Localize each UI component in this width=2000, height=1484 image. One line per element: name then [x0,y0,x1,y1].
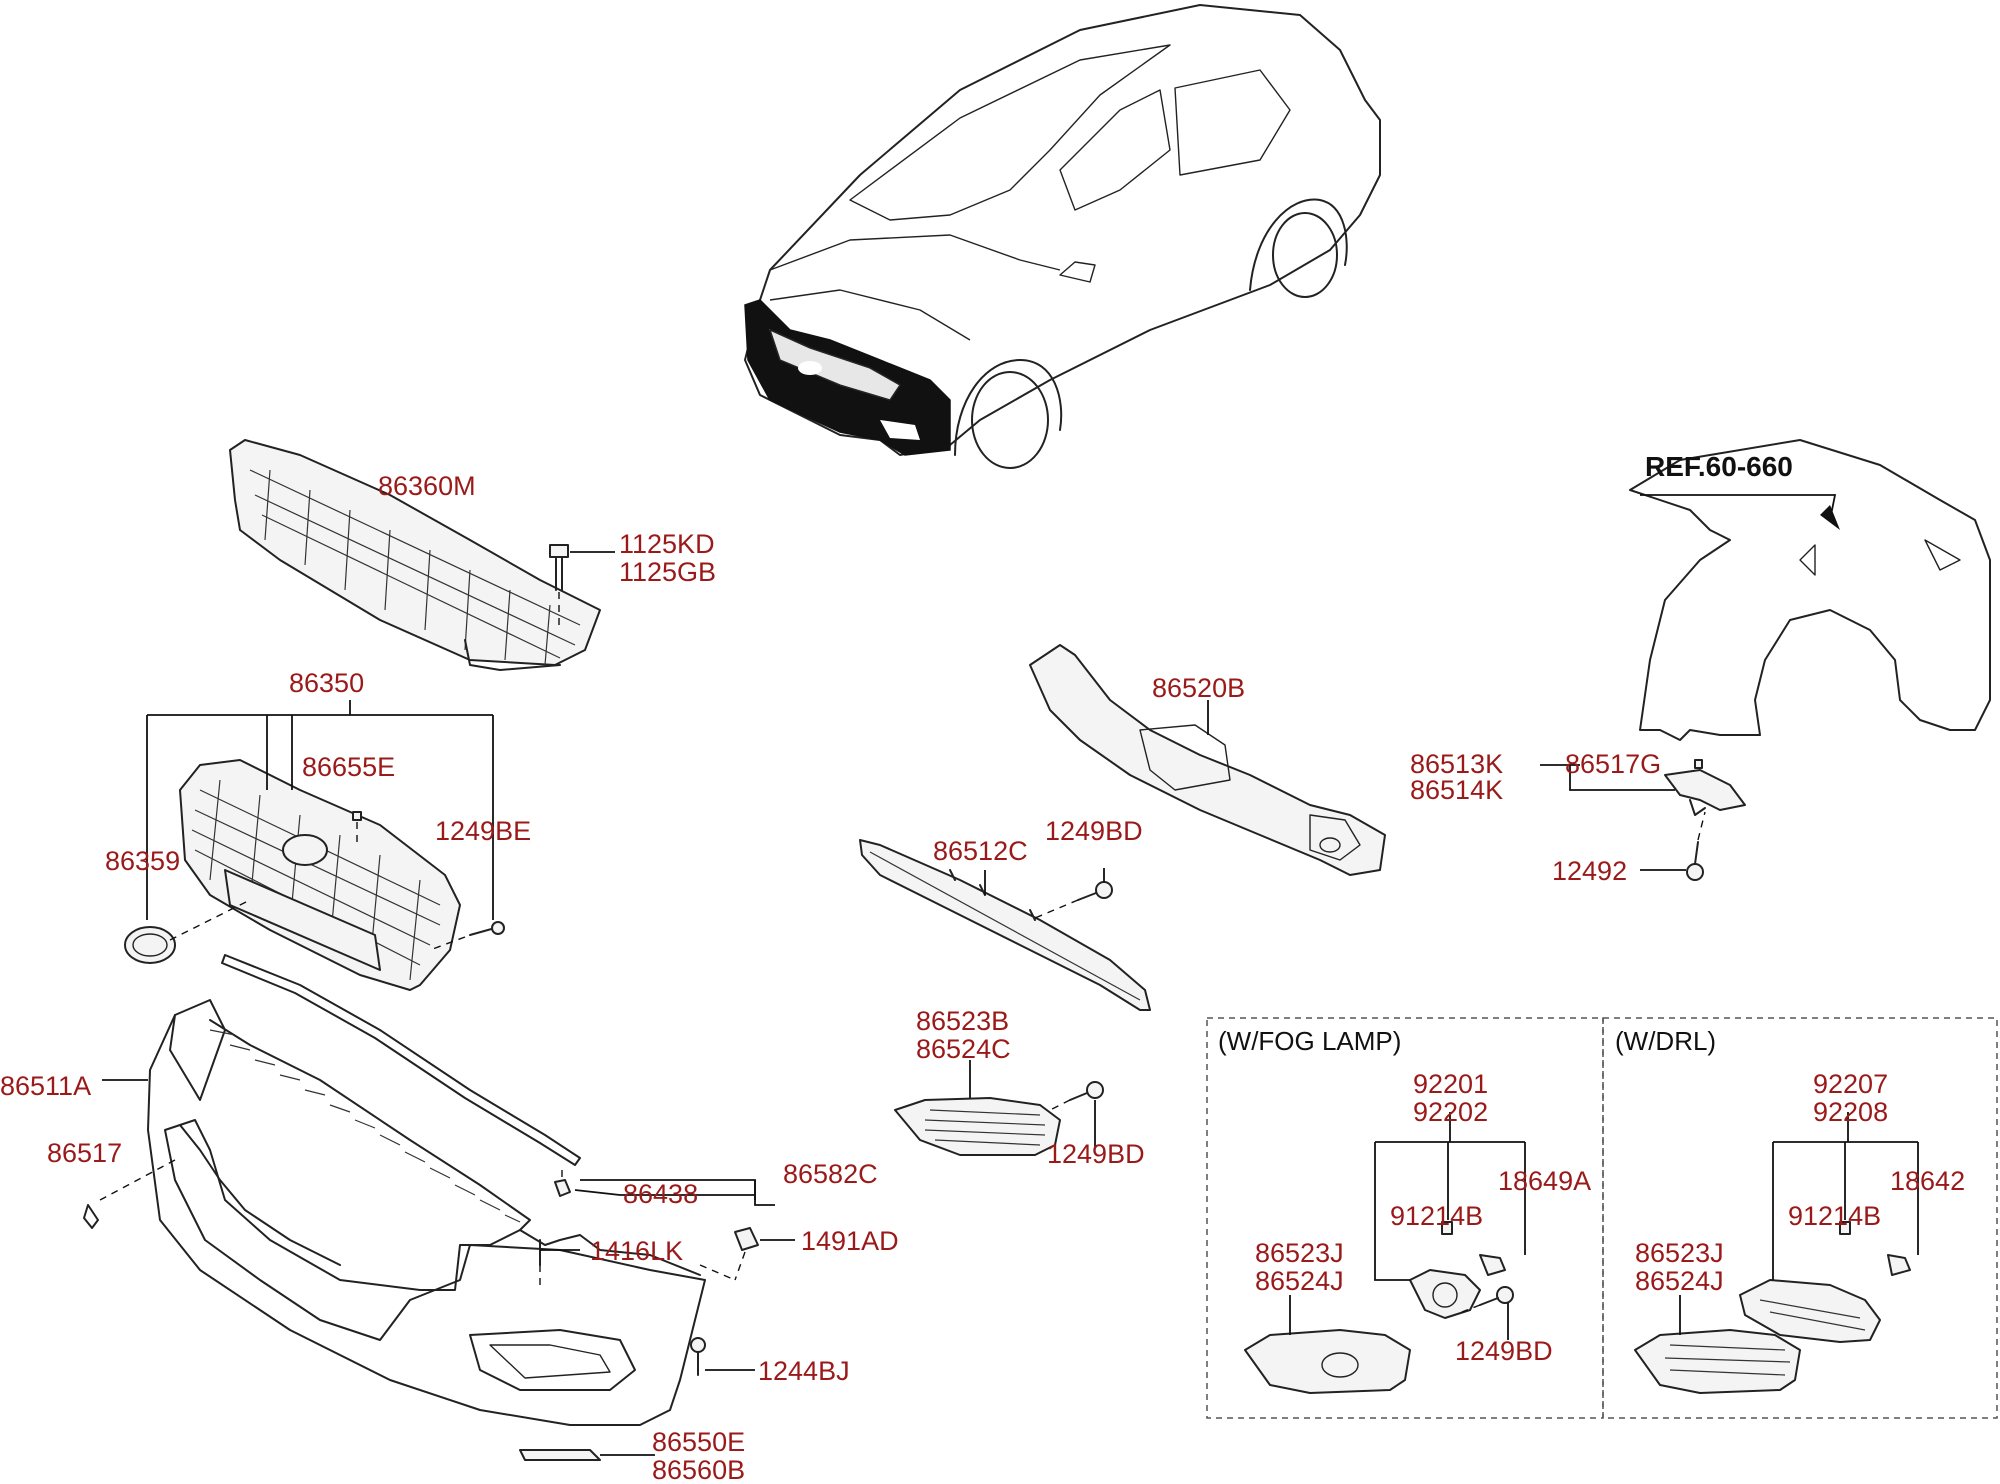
label-12492: 12492 [1552,856,1627,886]
label-1249BD-b: 1249BD [1047,1139,1145,1169]
cover-86523J-a [1244,1295,1411,1394]
emblem-86359 [124,926,176,964]
label-86517G: 86517G [1565,749,1661,779]
nut-1491AD [699,1227,759,1281]
grille-leaders [146,700,494,941]
label-86512C: 86512C [933,836,1028,866]
label-fog-lamp-title: (W/FOG LAMP) [1218,1026,1401,1056]
bolt-1249BD-b [1049,1081,1104,1148]
bolt-1125KD [549,544,615,630]
label-1249BD-c: 1249BD [1455,1336,1553,1366]
label-86517: 86517 [47,1138,122,1168]
socket-18642 [1887,1254,1911,1276]
cover-86523B [894,1060,1061,1156]
bulb-91214B-a [1441,1205,1453,1235]
label-86520B: 86520B [1152,673,1245,703]
label-86655E: 86655E [302,752,395,782]
clip-86517 [83,1159,176,1229]
drl-lamp-92207 [1739,1112,1919,1343]
label-92207: 92207 [1813,1069,1888,1099]
label-ref-60-660: REF.60-660 [1645,451,1793,482]
label-86438: 86438 [623,1179,698,1209]
clip-86655E [352,811,362,848]
label-86350: 86350 [289,668,364,698]
label-86359: 86359 [105,846,180,876]
label-86524J-a: 86524J [1255,1266,1344,1296]
label-86524C: 86524C [916,1034,1011,1064]
label-1244BJ: 1244BJ [758,1356,850,1386]
label-1416LK: 1416LK [590,1236,683,1266]
absorber-86520B [1029,644,1386,876]
label-86511A: 86511A [0,1071,91,1101]
socket-18649A [1479,1254,1506,1276]
label-18642: 18642 [1890,1166,1965,1196]
label-1491AD: 1491AD [801,1226,899,1256]
label-92201: 92201 [1413,1069,1488,1099]
label-86550E: 86550E [652,1427,745,1457]
strip-86512C [859,839,1151,1011]
label-1125GB: 1125GB [619,557,716,587]
label-86560B: 86560B [652,1455,745,1484]
label-drl-title: (W/DRL) [1615,1026,1716,1056]
trim-86550E [519,1449,655,1461]
bolt-1244BJ [690,1337,755,1376]
label-91214B-b: 91214B [1788,1201,1881,1231]
bolt-1249BE [429,921,505,951]
label-91214B-a: 91214B [1390,1201,1483,1231]
grille-86350 [179,759,461,991]
label-86523J-b: 86523J [1635,1238,1724,1268]
label-1249BE: 1249BE [435,816,531,846]
cover-86523J-b [1634,1295,1801,1394]
bolt-1249BD-c [1461,1286,1514,1340]
bulb-91214B-b [1839,1205,1851,1235]
bolt-1249BD-a [1034,868,1113,919]
label-86513K: 86513K [1410,749,1503,779]
option-box-drl [1602,1017,1998,1419]
bumper-leaders [102,1079,795,1251]
label-86523B: 86523B [916,1006,1009,1036]
bumper-cover-86511A [147,999,706,1426]
label-86360M: 86360M [378,471,476,501]
label-86524J-b: 86524J [1635,1266,1724,1296]
bolt-12492 [1640,811,1706,881]
fog-lamp-92201 [1374,1112,1526,1319]
car-illustration [744,4,1381,469]
label-1125KD: 1125KD [619,529,715,559]
grille-bracket-86360M [229,439,601,671]
label-86523J-a: 86523J [1255,1238,1344,1268]
label-92202: 92202 [1413,1097,1488,1127]
label-86582C: 86582C [783,1159,878,1189]
label-18649A: 18649A [1498,1166,1591,1196]
clip-86438 [554,1170,571,1197]
fender-illustration [1629,439,1991,741]
bracket-86513K [1540,759,1746,816]
label-1249BD-a: 1249BD [1045,816,1143,846]
label-92208: 92208 [1813,1097,1888,1127]
label-86514K: 86514K [1410,775,1503,805]
strip-86438 [221,954,581,1166]
